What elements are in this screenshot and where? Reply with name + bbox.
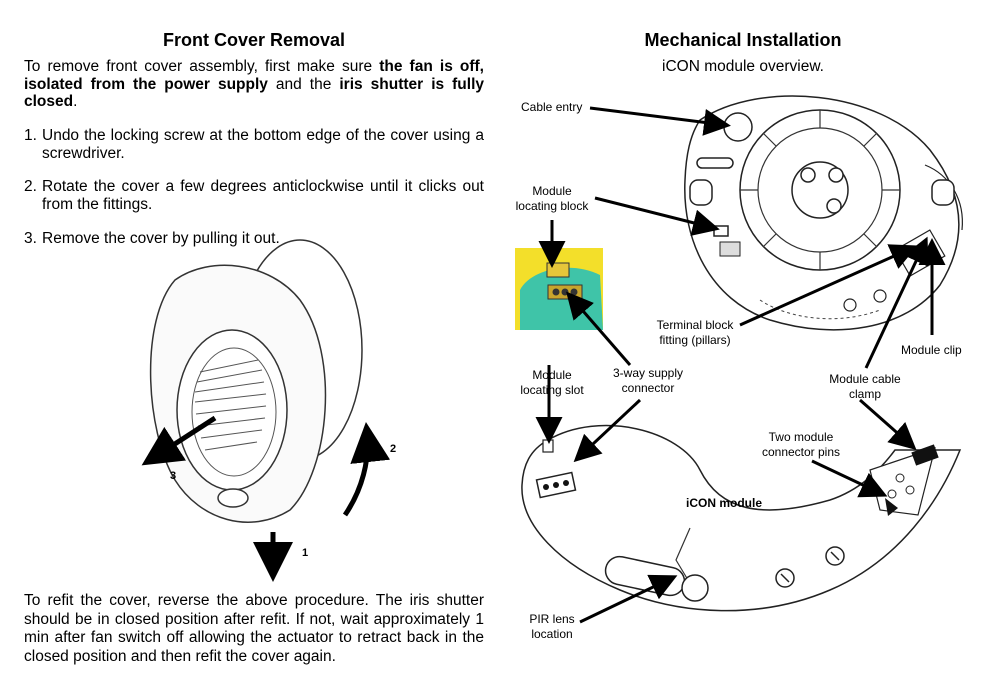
- label-line: 3-way supply: [612, 366, 684, 380]
- label-line: fitting (pillars): [659, 333, 731, 347]
- step-text: Remove the cover by pulling it out.: [42, 230, 280, 247]
- step-number: 3.: [24, 230, 37, 247]
- intro-text-1: To remove front cover assembly, first ma…: [24, 58, 380, 75]
- label-line: Module cable: [829, 372, 901, 386]
- front-cover-heading: Front Cover Removal: [162, 30, 346, 50]
- label-module-cable-clamp: Module cable clamp: [820, 372, 910, 402]
- label-module-locating-block: Module locating block: [508, 184, 596, 214]
- intro-bold-2: iris shutter is fully closed: [24, 75, 484, 111]
- module-overview-subheading: iCON module overview.: [662, 58, 824, 75]
- label-line: location: [531, 627, 573, 641]
- step-text: Undo the locking screw at the bottom edg…: [42, 127, 484, 162]
- step-text: Rotate the cover a few degrees anticlock…: [42, 178, 484, 213]
- label-line: locating block: [515, 199, 589, 213]
- label-icon-module: iCON module: [686, 496, 763, 510]
- step-number: 1.: [24, 127, 37, 144]
- figure-label-1: 1: [302, 547, 309, 559]
- label-line: Terminal block: [656, 318, 734, 332]
- label-module-locating-slot: Module locating slot: [510, 368, 594, 398]
- label-two-module-connector-pins: Two module connector pins: [752, 430, 850, 460]
- step-2: 2. Rotate the cover a few degrees anticl…: [24, 178, 484, 214]
- step-number: 2.: [24, 178, 37, 195]
- label-line: Module: [532, 368, 572, 382]
- label-line: locating slot: [520, 383, 584, 397]
- label-line: connector: [621, 381, 675, 395]
- label-3way-supply-connector: 3-way supply connector: [604, 366, 692, 396]
- intro-text-3: .: [73, 93, 78, 110]
- intro-bold-1: the fan is off, isolated from the power …: [24, 58, 484, 93]
- figure-label-3: 3: [170, 470, 177, 482]
- step-1: 1. Undo the locking screw at the bottom …: [24, 127, 484, 163]
- label-line: PIR lens: [529, 612, 575, 626]
- step-3: 3. Remove the cover by pulling it out.: [24, 230, 484, 248]
- label-pir-lens-location: PIR lens location: [520, 612, 584, 642]
- label-line: clamp: [848, 387, 881, 401]
- label-line: connector pins: [761, 445, 841, 459]
- mechanical-installation-heading: Mechanical Installation: [644, 30, 842, 50]
- front-cover-illustration: [141, 239, 391, 582]
- intro-text-2: and the: [267, 75, 340, 93]
- intro-paragraph: To remove front cover assembly, first ma…: [24, 58, 484, 111]
- label-cable-entry: Cable entry: [521, 100, 583, 114]
- figure-label-2: 2: [390, 443, 397, 455]
- label-module-clip: Module clip: [901, 343, 962, 357]
- label-line: Two module: [768, 430, 834, 444]
- label-terminal-block: Terminal block fitting (pillars): [648, 318, 742, 348]
- label-line: Module: [532, 184, 572, 198]
- refit-paragraph: To refit the cover, reverse the above pr…: [24, 592, 484, 665]
